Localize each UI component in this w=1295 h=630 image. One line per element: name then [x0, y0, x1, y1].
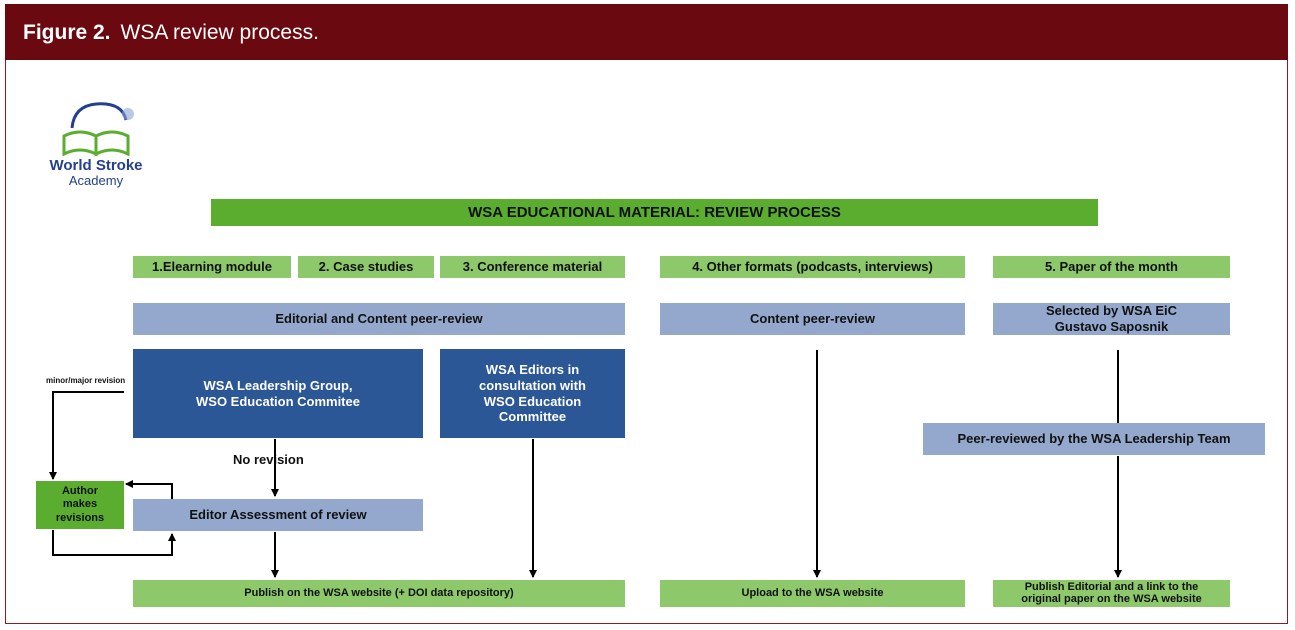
author-line-2: makes [62, 498, 98, 511]
selected-by-eic: Selected by WSA EiC Gustavo Saposnik [993, 303, 1230, 335]
leadership-group-box: WSA Leadership Group, WSO Education Comm… [133, 349, 423, 438]
editors-line-4: Committee [498, 409, 567, 425]
logo-text-academy: Academy [68, 173, 124, 188]
category-paper-of-month: 5. Paper of the month [993, 256, 1230, 278]
arrow-assessment-to-author [125, 480, 173, 499]
editorial-content-review: Editorial and Content peer-review [133, 303, 625, 335]
category-conference: 3. Conference material [440, 256, 625, 278]
minor-major-revision-label: minor/major revision [46, 376, 126, 385]
author-line-3: revisions [55, 511, 105, 524]
diagram-title: WSA EDUCATIONAL MATERIAL: REVIEW PROCESS [211, 199, 1098, 226]
category-elearning: 1.Elearning module [133, 256, 291, 278]
leadership-line-1: WSA Leadership Group, [203, 377, 353, 393]
figure-label: Figure 2. [23, 21, 111, 44]
editorial-line-1: Publish Editorial and a link to the [1024, 580, 1199, 593]
category-case-studies: 2. Case studies [298, 256, 434, 278]
selected-line-2: Gustavo Saposnik [1054, 319, 1169, 334]
arrow-author-to-assessment [52, 530, 176, 556]
wsa-editors-box: WSA Editors in consultation with WSO Edu… [440, 349, 625, 438]
leadership-line-2: WSO Education Commitee [196, 393, 360, 409]
no-revision-label: No revision [233, 452, 304, 467]
publish-wsa-website-box: Publish on the WSA website (+ DOI data r… [133, 580, 625, 607]
editorial-line-2: original paper on the WSA website [1021, 592, 1202, 605]
publish-editorial-box: Publish Editorial and a link to the orig… [993, 580, 1230, 607]
upload-wsa-website-box: Upload to the WSA website [660, 580, 965, 607]
editor-assessment-box: Editor Assessment of review [133, 499, 423, 531]
author-line-1: Author [61, 485, 99, 498]
editors-line-1: WSA Editors in [485, 362, 580, 378]
editors-line-3: WSO Education [483, 393, 582, 409]
content-peer-review: Content peer-review [660, 303, 965, 335]
arrow-revision-to-author [49, 391, 124, 480]
figure-header: Figure 2. WSA review process. [5, 4, 1288, 60]
category-other-formats: 4. Other formats (podcasts, interviews) [660, 256, 965, 278]
author-revisions-box: Author makes revisions [36, 481, 124, 529]
editors-line-2: consultation with [479, 377, 586, 393]
logo-text-world-stroke: World Stroke [49, 157, 143, 174]
figure-caption: Figure 2. WSA review process. [23, 21, 319, 45]
peer-reviewed-leadership-box: Peer-reviewed by the WSA Leadership Team [923, 423, 1265, 455]
world-stroke-academy-logo [62, 102, 134, 157]
selected-line-1: Selected by WSA EiC [1046, 303, 1177, 319]
figure-caption-text: WSA review process. [120, 21, 319, 44]
